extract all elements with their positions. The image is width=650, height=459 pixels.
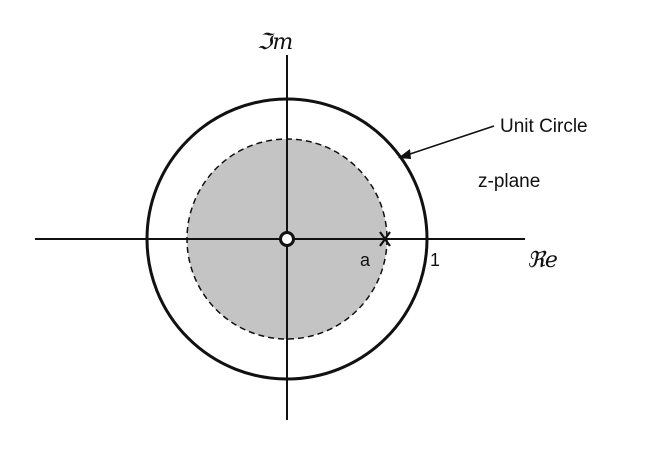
pole-label: a [360,250,371,270]
unit-circle-arrow [403,125,495,157]
unit-circle-label: Unit Circle [500,116,588,137]
pole-marker [379,231,391,247]
zero-marker [279,231,295,247]
unit-point-label: 1 [430,250,440,270]
plane-label: z-plane [478,171,540,192]
arrowhead [398,149,411,159]
imaginary-axis-label: ℑm [257,30,293,55]
real-axis-label: ℜe [527,248,558,273]
